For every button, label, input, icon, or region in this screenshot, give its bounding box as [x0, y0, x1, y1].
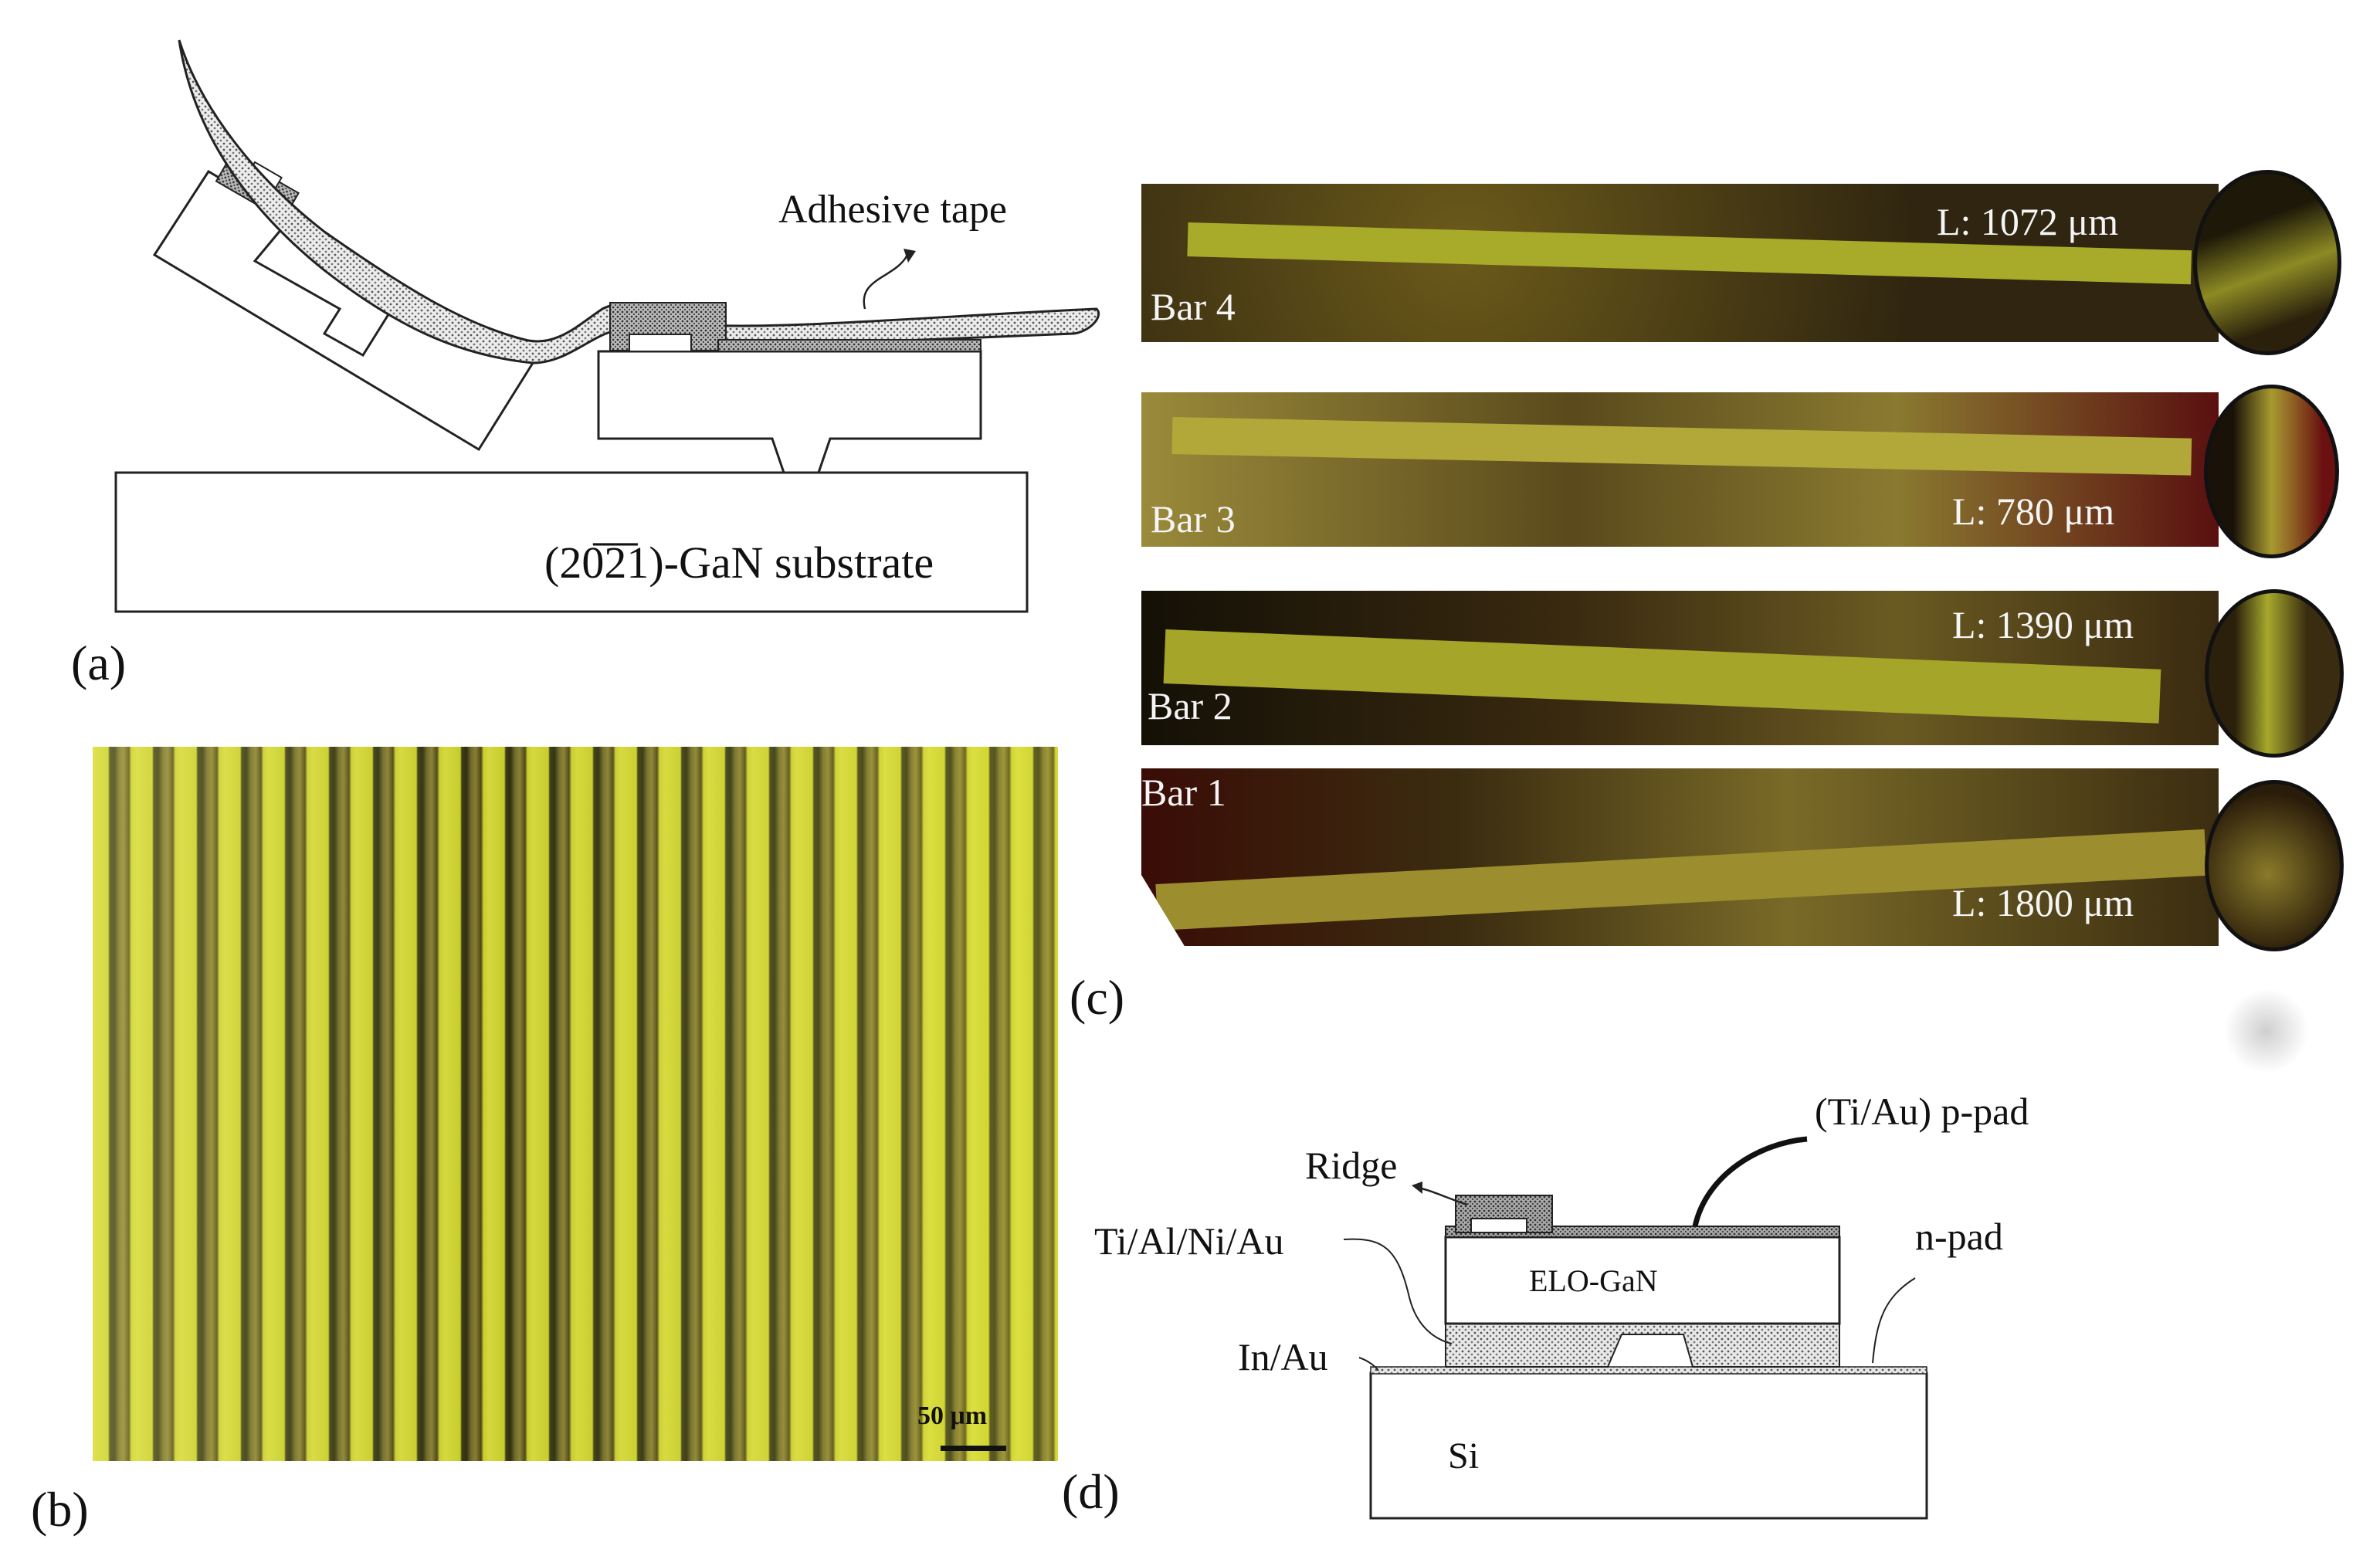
bar-4-image: Bar 4 L: 1072 μm — [1141, 184, 2219, 342]
elo-gan-label: ELO-GaN — [1529, 1263, 1658, 1298]
panel-c: Bar 4 L: 1072 μm Bar 3 L: 780 μm Bar 2 L… — [1135, 162, 2371, 1050]
panel-a: Adhesive tape (20̅2̅1)-GaN substrate (a) — [0, 0, 1143, 695]
bar-3-strip — [1171, 417, 2192, 476]
ridge-label: Ridge — [1305, 1144, 1398, 1187]
scalebar-line — [941, 1446, 1006, 1451]
bar-4-length: L: 1072 μm — [1937, 200, 2119, 243]
bar-1-length: L: 1800 μm — [1952, 881, 2134, 924]
p-pad-label: (Ti/Au) p-pad — [1815, 1090, 2029, 1133]
ti-al-ni-au-label: Ti/Al/Ni/Au — [1094, 1219, 1284, 1263]
adhesive-tape-label: Adhesive tape — [778, 188, 1008, 232]
bar-1-image: Bar 1 L: 1800 μm — [1141, 768, 2219, 946]
panel-a-label: (a) — [71, 636, 127, 690]
panel-b-label: (b) — [31, 1482, 89, 1537]
in-au-layer — [1370, 1366, 1927, 1375]
bar-3-image: Bar 3 L: 780 μm — [1141, 392, 2219, 547]
panel-b-micrograph: 50 μm — [93, 747, 1058, 1461]
panel-d-schematic — [1343, 1136, 1928, 1520]
ti-al-layer — [1445, 1322, 1840, 1368]
peeled-chip — [152, 153, 535, 452]
panel-c-label: (c) — [1070, 970, 1125, 1025]
panel-a-schematic — [114, 39, 1100, 613]
bar-2-image: Bar 2 L: 1390 μm — [1141, 591, 2219, 745]
panel-d: Ridge (Ti/Au) p-pad Ti/Al/Ni/Au n-pad In… — [1066, 1066, 2378, 1563]
in-au-label: In/Au — [1238, 1335, 1328, 1378]
gan-substrate — [114, 471, 1029, 613]
bar-1-inset — [2205, 780, 2344, 951]
bar-4-name: Bar 4 — [1151, 285, 1236, 328]
bar-4-inset — [2193, 170, 2341, 355]
adhesive-tape — [178, 39, 1100, 364]
bar-2-length: L: 1390 μm — [1952, 603, 2134, 646]
panel-d-label: (d) — [1062, 1464, 1120, 1519]
n-pad-label: n-pad — [1915, 1215, 2003, 1258]
bar-3-length: L: 780 μm — [1952, 490, 2115, 533]
bar-2-name: Bar 2 — [1148, 684, 1232, 727]
bar-2-inset — [2205, 589, 2344, 758]
shadow-blob — [2224, 988, 2309, 1073]
bar-3-inset — [2204, 385, 2339, 558]
substrate-label: (20̅2̅1)-GaN substrate — [544, 537, 934, 588]
bonded-chip — [597, 302, 982, 474]
scalebar-label: 50 μm — [917, 1402, 988, 1430]
bar-1-name: Bar 1 — [1141, 771, 1226, 814]
elo-gan-block — [1444, 1236, 1841, 1325]
si-label: Si — [1448, 1436, 1480, 1477]
bar-3-name: Bar 3 — [1151, 497, 1236, 541]
